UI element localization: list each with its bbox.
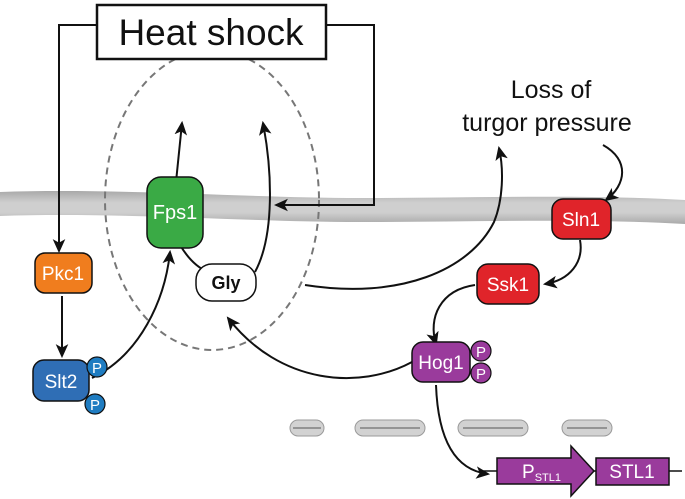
- arrow-gly-to-turgor: [304, 145, 508, 290]
- slt2-phospho-2-label: P: [90, 397, 100, 414]
- slt2-node: [32, 359, 90, 402]
- arrow-turgor-to-sln1: [602, 144, 624, 202]
- sln1-label: Sln1: [562, 210, 600, 231]
- hog1-phospho-1-label: P: [476, 344, 486, 361]
- fps1-label: Fps1: [153, 202, 197, 224]
- arrow-fps1-outward: [174, 120, 188, 183]
- pkc1-label: Pkc1: [42, 264, 84, 285]
- hog1-phospho-1: [470, 340, 492, 362]
- hog1-phospho-2-label: P: [476, 366, 486, 383]
- ssk1-node: [476, 263, 540, 305]
- loss-of-turgor-line2: turgor pressure: [462, 109, 632, 137]
- glycerol-region-oval: [104, 49, 320, 351]
- fps1-node: [146, 176, 204, 249]
- stl1-promoter-label: PSTL1: [522, 462, 561, 484]
- stl1-gene-box: [595, 457, 670, 486]
- arrow-slt2-to-fps1: [91, 249, 176, 379]
- stl1-gene-label: STL1: [609, 462, 654, 483]
- heat-shock-box: [95, 3, 328, 61]
- ssk1-label: Ssk1: [487, 275, 529, 296]
- stl1-promoter-arrow: [496, 444, 596, 498]
- slt2-phospho-1: [86, 356, 108, 378]
- arrow-gly-export: [254, 120, 272, 273]
- arrow-hog1-to-gly: [226, 316, 413, 379]
- slt2-phospho-2: [84, 393, 106, 415]
- gly-node: [195, 263, 257, 302]
- loss-of-turgor-line1: Loss of: [511, 76, 592, 104]
- arrow-sln1-to-ssk1: [542, 239, 582, 289]
- gly-label: Gly: [211, 273, 240, 293]
- slt2-label: Slt2: [45, 372, 78, 393]
- hog1-node: [411, 341, 471, 383]
- hog1-label: Hog1: [418, 353, 463, 374]
- arrow-heatshock-to-fps1: [273, 24, 375, 212]
- arrows: [52, 24, 624, 479]
- arrow-ssk1-to-hog1: [426, 284, 476, 347]
- slt2-phospho-1-label: P: [92, 360, 102, 377]
- arrow-heatshock-to-pkc1: [52, 24, 97, 254]
- hog1-phospho-2: [470, 362, 492, 384]
- nuclear-envelope: [289, 419, 613, 437]
- pkc1-node: [34, 252, 93, 294]
- arrow-hog1-to-stl1: [435, 384, 491, 479]
- heat-shock-label: Heat shock: [118, 12, 304, 53]
- sln1-node: [551, 198, 612, 240]
